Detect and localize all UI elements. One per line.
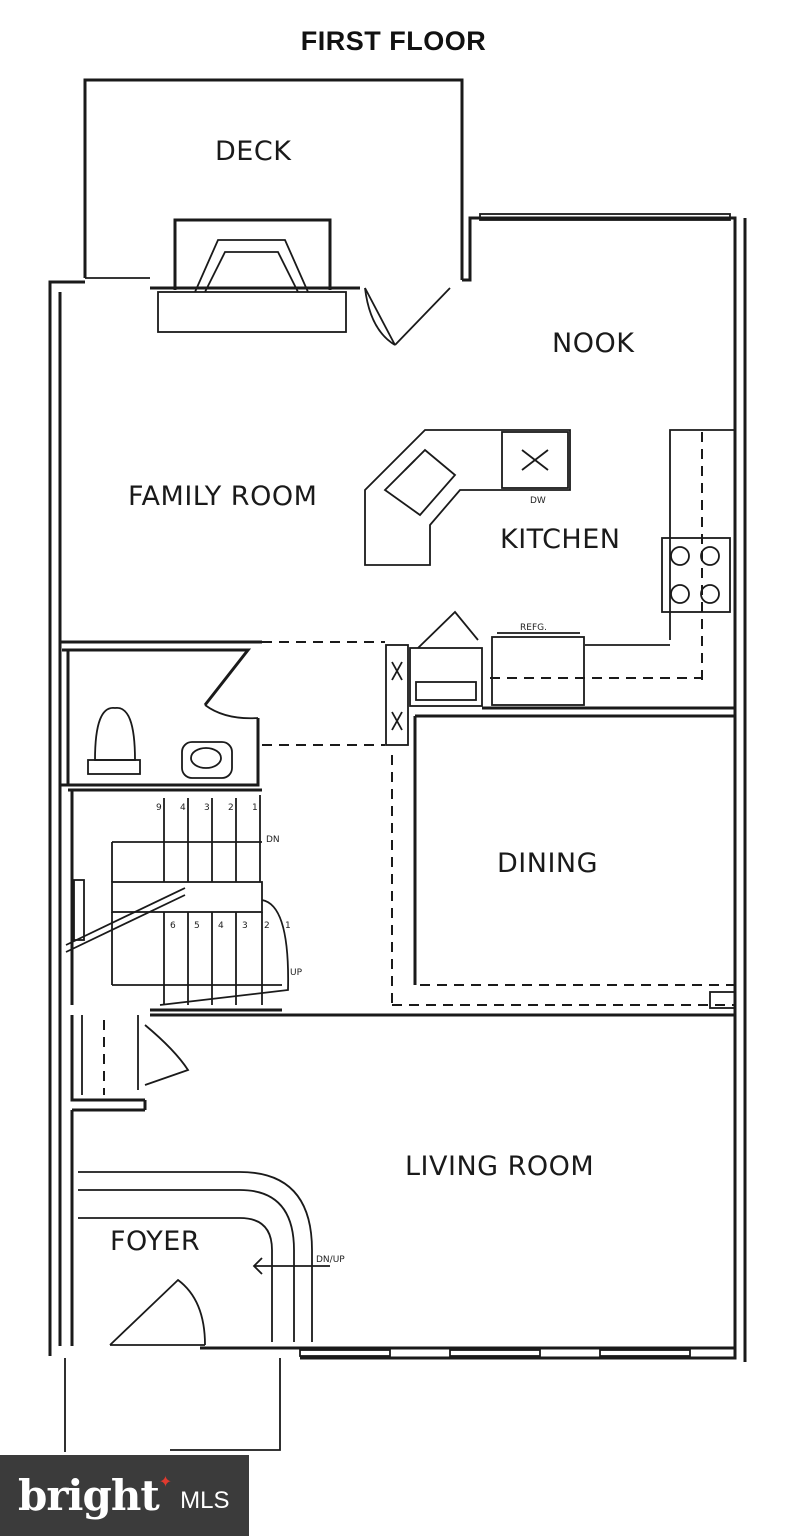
kitchen-island	[364, 429, 571, 566]
stair-number: 4	[218, 921, 224, 931]
stair-number: 2	[228, 803, 234, 813]
room-label-deck: DECK	[215, 136, 292, 167]
stair-number: 4	[180, 803, 186, 813]
room-label-nook: NOOK	[552, 328, 635, 359]
refrigerator-label: REFG.	[520, 623, 547, 633]
stair-number: 6	[170, 921, 176, 931]
stair-number: 2	[264, 921, 270, 931]
stair-numbers-top: 9 4 3 2 1	[156, 803, 258, 813]
room-label-kitchen: KITCHEN	[500, 524, 621, 555]
room-label-family-room: FAMILY ROOM	[128, 481, 317, 512]
stair-number: 3	[204, 803, 210, 813]
nook-door	[364, 287, 451, 346]
stair-number: 9	[156, 803, 162, 813]
bright-mls-logo: bright ✦ MLS	[0, 1455, 249, 1536]
staircase	[65, 788, 290, 1012]
foyer-walls	[64, 1100, 330, 1452]
room-label-dining: DINING	[497, 848, 598, 879]
exterior-walls	[48, 213, 747, 1362]
foyer-stair-label: DN/UP	[316, 1255, 345, 1265]
refrigerator	[491, 632, 585, 706]
powder-room	[60, 648, 260, 787]
room-label-foyer: FOYER	[110, 1226, 200, 1257]
logo-brand: bright	[18, 1471, 160, 1520]
logo-mark-icon: ✦	[158, 1472, 173, 1491]
kitchen-counter	[490, 429, 735, 680]
coat-closet	[70, 1015, 190, 1102]
stair-number: 3	[242, 921, 248, 931]
stair-down-label: DN	[266, 835, 280, 845]
stair-numbers-bottom: 6 5 4 3 2 1	[170, 921, 291, 931]
deck-area	[83, 78, 464, 280]
page-title: FIRST FLOOR	[300, 26, 487, 56]
dishwasher-label: DW	[530, 496, 546, 506]
wall-oven	[385, 610, 483, 746]
stair-number: 1	[252, 803, 258, 813]
stair-up-label: UP	[290, 968, 303, 978]
room-label-living-room: LIVING ROOM	[405, 1151, 594, 1182]
interior-walls	[60, 640, 736, 1017]
stair-number: 1	[285, 921, 291, 931]
fireplace	[157, 218, 347, 333]
stair-number: 5	[194, 921, 200, 931]
logo-suffix: MLS	[180, 1486, 230, 1514]
